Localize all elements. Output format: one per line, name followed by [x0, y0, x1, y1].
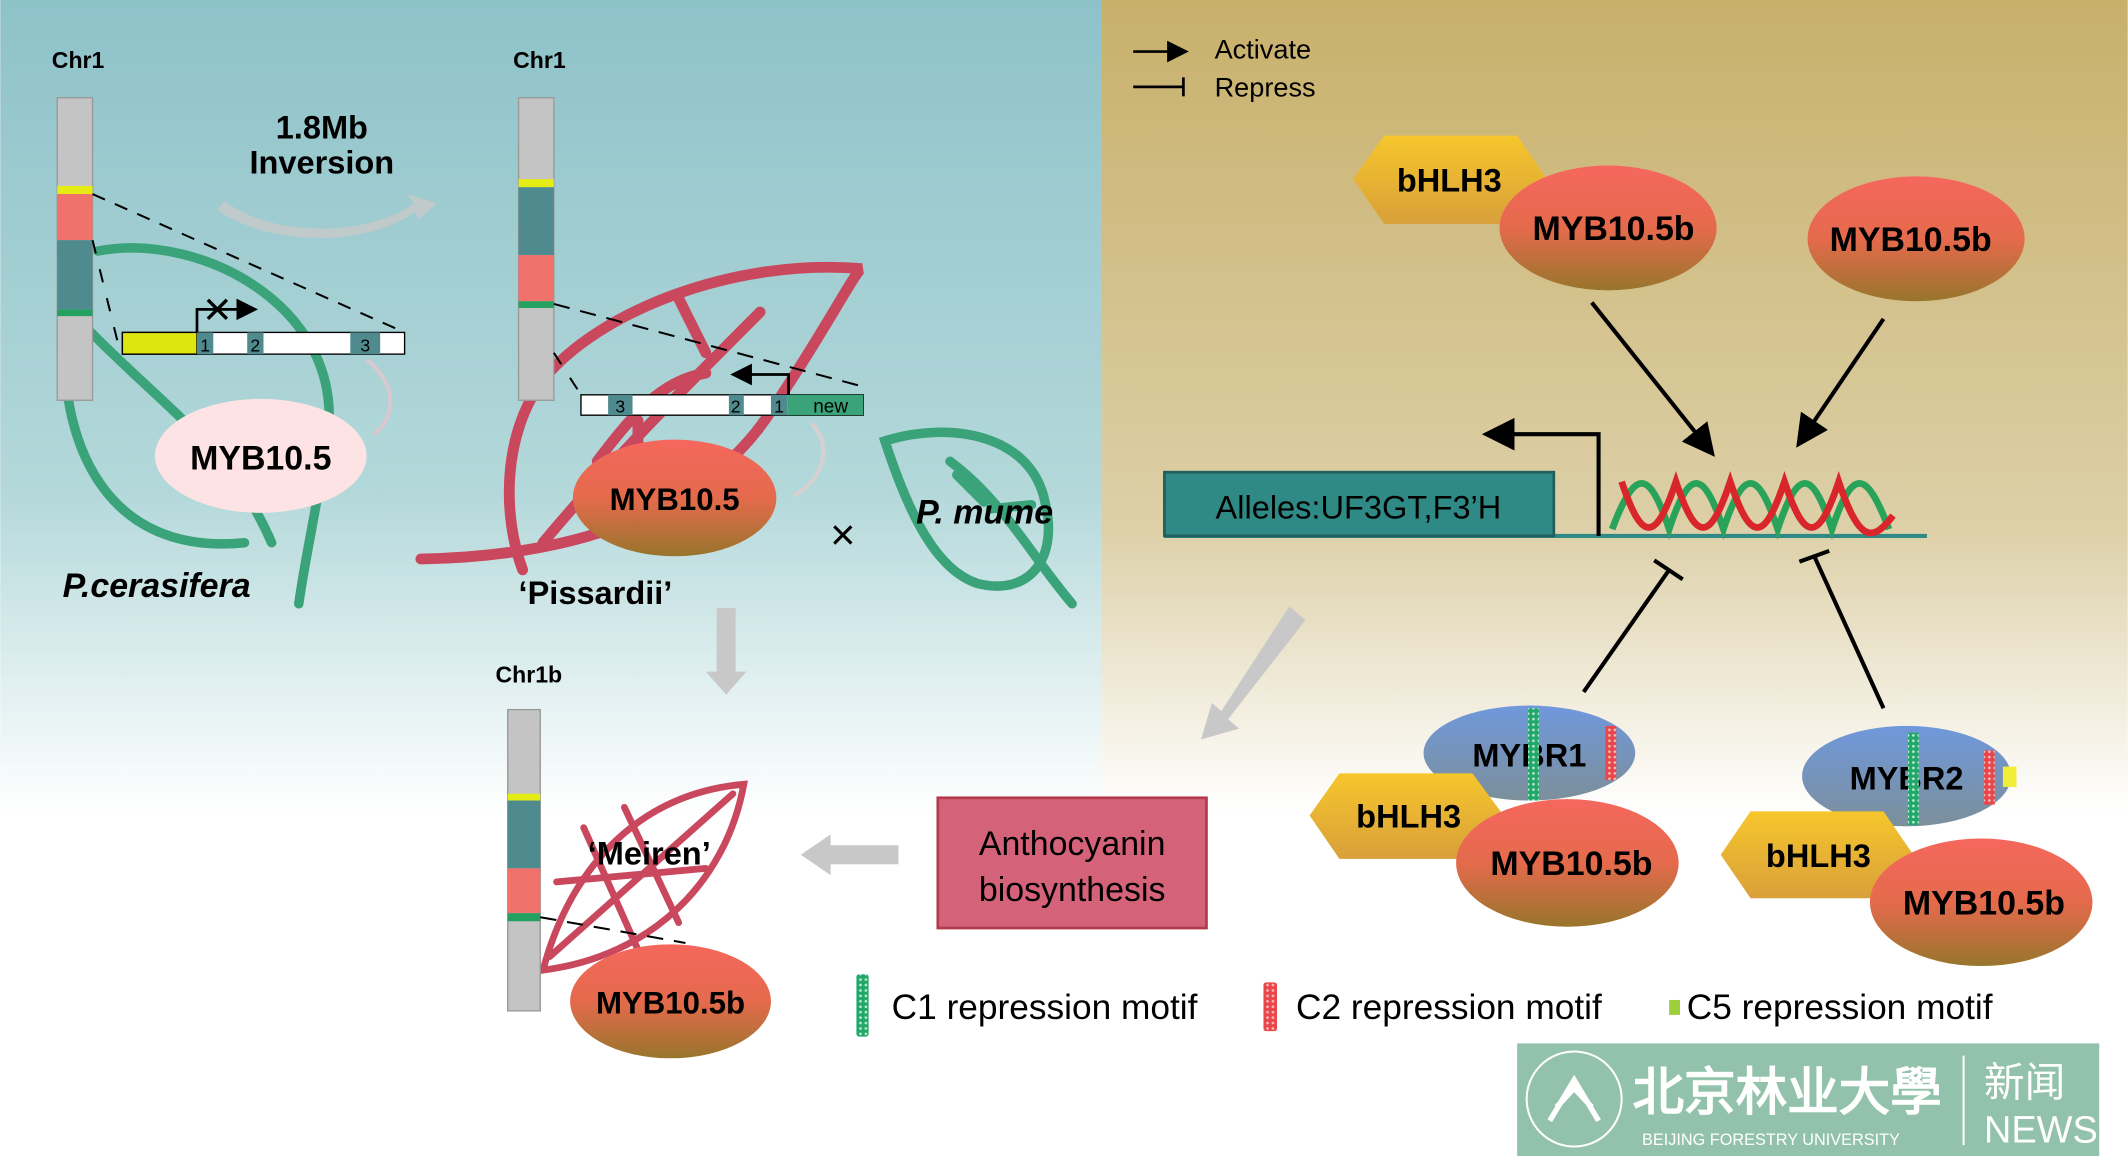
legend-c1: C1 repression motif	[856, 974, 1198, 1037]
svg-text:2: 2	[250, 335, 260, 355]
watermark-logo: 北京林业大學 BEIJING FORESTRY UNIVERSITY 新闻 NE…	[1517, 1043, 2100, 1156]
dna-helix	[1608, 470, 1896, 540]
legend-activate: Activate	[1133, 33, 1311, 64]
myb10-5b-single: MYB10.5b	[1807, 176, 2025, 302]
repress-line	[1581, 548, 1886, 710]
cultivar-pissardii: ‘Pissardii’	[519, 575, 673, 611]
svg-text:BEIJING FORESTRY UNIVERSITY: BEIJING FORESTRY UNIVERSITY	[1642, 1131, 1900, 1149]
svg-text:1: 1	[200, 335, 210, 355]
svg-text:3: 3	[360, 335, 370, 355]
svg-text:MYB10.5: MYB10.5	[610, 482, 740, 517]
university-seal-icon	[1525, 1050, 1623, 1148]
svg-text:MYB10.5b: MYB10.5b	[1532, 210, 1694, 248]
promoter-arrow	[1481, 417, 1601, 536]
svg-text:biosynthesis: biosynthesis	[979, 871, 1166, 909]
right-background	[1101, 0, 2128, 815]
svg-text:MYB10.5: MYB10.5	[190, 439, 331, 477]
complex-mybr1: MYBR1 bHLH3 MYB10.5b	[1309, 705, 1679, 927]
chromosome-middle	[517, 97, 555, 401]
chr1-label-left: Chr1	[52, 47, 105, 73]
svg-text:Repress: Repress	[1215, 71, 1316, 102]
p-mume-label: P. mume	[916, 494, 1053, 532]
gene-model-middle: 3 2 1 new	[580, 363, 864, 417]
inversion-arrow-icon	[217, 194, 438, 238]
svg-text:C5 repression motif: C5 repression motif	[1687, 988, 1993, 1027]
c2-motif	[1605, 725, 1617, 781]
chr1-label-middle: Chr1	[513, 47, 566, 73]
svg-text:1: 1	[774, 396, 784, 416]
c2-motif	[1983, 750, 1995, 805]
svg-text:2: 2	[731, 396, 741, 416]
left-arrow-icon	[800, 834, 899, 876]
svg-text:MYB10.5b: MYB10.5b	[596, 986, 745, 1021]
anthocyanin-box: Anthocyanin biosynthesis	[936, 796, 1208, 930]
svg-text:MYBR2: MYBR2	[1850, 761, 1964, 797]
svg-text:NEWS: NEWS	[1984, 1109, 2098, 1151]
cross-icon: ×	[830, 512, 855, 560]
protein-myb10-5-inactive: MYB10.5	[154, 398, 367, 513]
blocked-icon	[206, 298, 229, 321]
chr1b-label: Chr1b	[495, 661, 562, 687]
svg-text:MYB10.5b: MYB10.5b	[1903, 884, 2065, 922]
protein-myb10-5b: MYB10.5b	[570, 944, 771, 1059]
legend-c5: C5 repression motif	[1669, 988, 1993, 1027]
svg-text:Activate: Activate	[1215, 33, 1312, 64]
svg-text:new: new	[813, 396, 848, 417]
c1-motif	[1907, 732, 1919, 825]
complex-mybr2: MYBR2 bHLH3 MYB10.5b	[1720, 725, 2093, 967]
legend-c2: C2 repression motif	[1263, 982, 1602, 1032]
activate-arrow	[1796, 317, 1886, 448]
svg-text:Alleles:UF3GT,F3’H: Alleles:UF3GT,F3’H	[1216, 489, 1502, 525]
svg-text:MYB10.5b: MYB10.5b	[1490, 845, 1652, 883]
inversion-label: 1.8Mb	[276, 109, 368, 145]
protein-myb10-5-active: MYB10.5	[572, 439, 777, 557]
svg-text:3: 3	[615, 396, 625, 416]
chromosome-left	[56, 97, 94, 401]
species-label: P.cerasifera	[63, 567, 251, 605]
c1-motif	[1528, 708, 1539, 801]
p-mume-leaf	[878, 427, 1077, 609]
svg-text:bHLH3: bHLH3	[1397, 162, 1502, 198]
c5-motif	[2002, 766, 2017, 787]
cultivar-meiren: ‘Meiren’	[588, 835, 711, 871]
svg-text:MYB10.5b: MYB10.5b	[1830, 221, 1992, 259]
chromosome-bottom	[507, 708, 541, 1012]
alleles-box: Alleles:UF3GT,F3’H	[1163, 470, 1556, 538]
svg-text:C1 repression motif: C1 repression motif	[892, 988, 1198, 1027]
activate-arrow	[1590, 301, 1715, 457]
inversion-label-2: Inversion	[249, 145, 394, 181]
down-arrow-icon	[705, 607, 747, 695]
svg-text:新闻: 新闻	[1984, 1059, 2065, 1105]
svg-text:北京林业大學: 北京林业大學	[1633, 1063, 1942, 1121]
diagonal-arrow-icon	[1201, 606, 1306, 740]
meiren-leaf	[538, 780, 748, 975]
svg-text:C2 repression motif: C2 repression motif	[1296, 988, 1602, 1027]
svg-text:bHLH3: bHLH3	[1356, 799, 1461, 835]
legend-repress: Repress	[1133, 71, 1316, 102]
complex-top: bHLH3 MYB10.5b	[1353, 135, 1717, 291]
svg-text:bHLH3: bHLH3	[1766, 838, 1871, 874]
svg-text:Anthocyanin: Anthocyanin	[979, 825, 1166, 863]
gene-model-left: 1 2 3	[121, 298, 406, 355]
